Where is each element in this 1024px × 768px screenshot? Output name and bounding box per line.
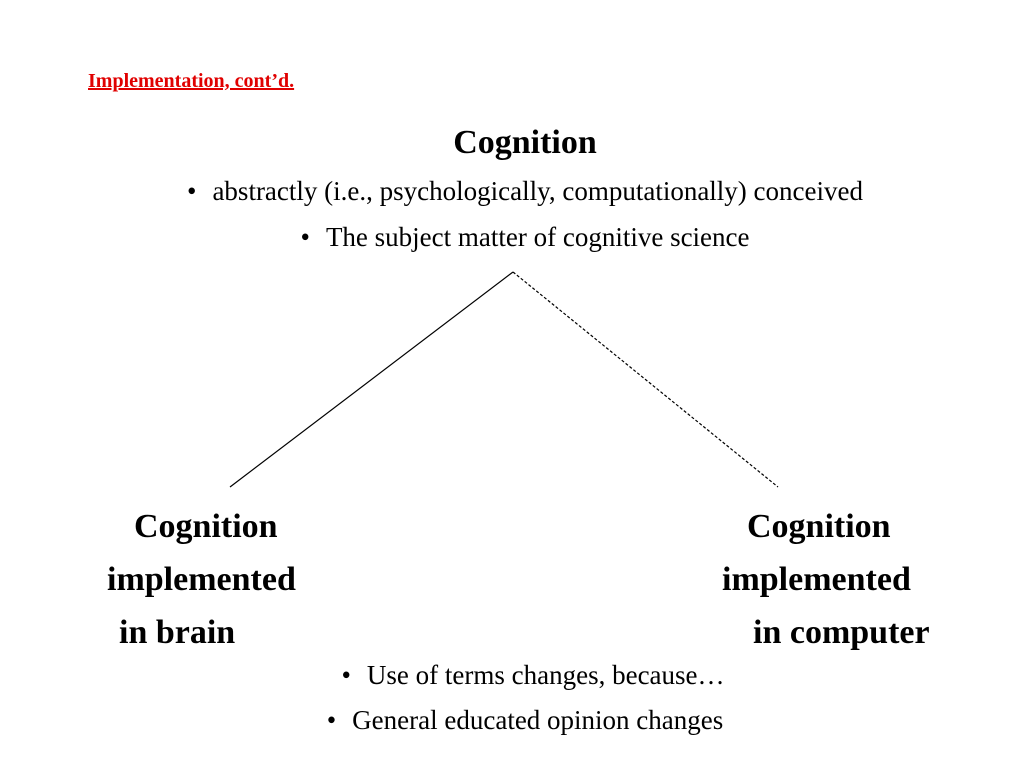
top-bullet-1: • abstractly (i.e., psychologically, comp… xyxy=(0,176,1024,207)
right-node-computer: Cognition implemented in computer xyxy=(722,500,930,659)
bullet-dot: • xyxy=(326,705,337,735)
top-bullet-1-text: abstractly (i.e., psychologically, compu… xyxy=(212,176,863,206)
slide-heading: Implementation, cont’d. xyxy=(88,70,295,92)
bottom-bullet-1: • Use of terms changes, because… xyxy=(0,660,1024,691)
root-node-title: Cognition xyxy=(453,124,597,161)
bullet-dot: • xyxy=(187,176,197,206)
top-bullet-2: • The subject matter of cognitive science xyxy=(0,222,1024,253)
bottom-bullet-1-text: Use of terms changes, because… xyxy=(366,660,725,690)
left-node-brain: Cognition implemented in brain xyxy=(107,500,296,659)
left-node-line-1: Cognition xyxy=(134,508,278,545)
right-node-line-1: Cognition xyxy=(747,508,891,545)
top-bullet-2-text: The subject matter of cognitive science xyxy=(325,222,750,252)
bottom-bullet-2-text: General educated opinion changes xyxy=(352,705,724,735)
right-node-line-2: implemented xyxy=(722,561,911,598)
left-node-line-2: implemented xyxy=(107,561,296,598)
bottom-bullet-2: • General educated opinion changes xyxy=(0,705,1024,736)
edge-to-computer xyxy=(512,271,779,488)
left-node-line-3: in brain xyxy=(119,614,236,651)
bullet-dot: • xyxy=(300,222,310,252)
right-node-line-3: in computer xyxy=(753,614,930,651)
bullet-dot: • xyxy=(341,660,351,690)
edge-to-brain xyxy=(229,271,514,488)
